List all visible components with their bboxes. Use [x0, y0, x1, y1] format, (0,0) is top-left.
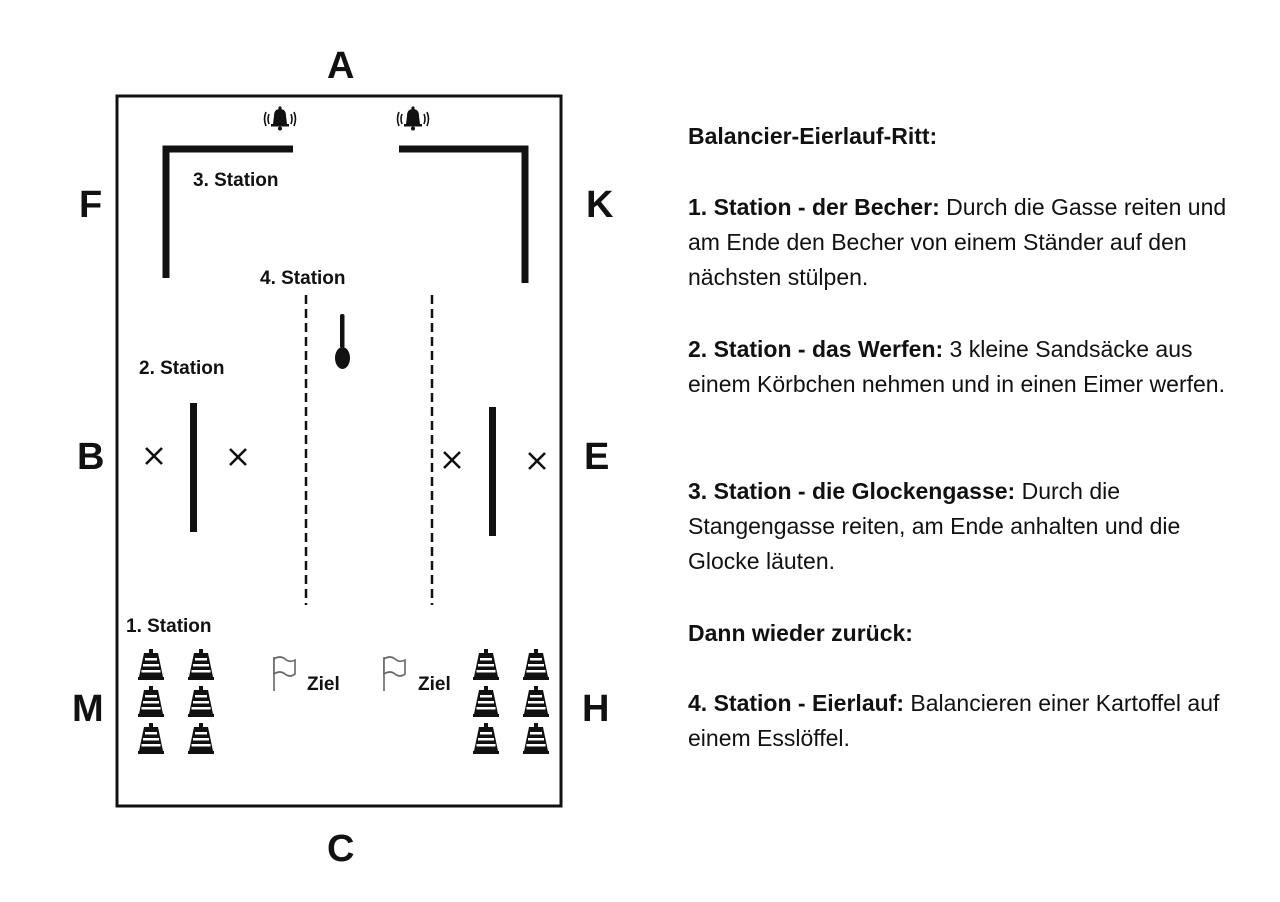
bell-icon — [263, 105, 297, 132]
arena-letter-e: E — [584, 436, 610, 478]
station-2-text: 3 kleine Sandsäcke aus einem Körbchen ne… — [688, 336, 1225, 397]
station-4-text: Balancieren einer Kartoffel auf einem Es… — [688, 690, 1220, 751]
arena-letter-a: A — [327, 45, 355, 87]
flag-icon — [273, 656, 296, 692]
cross-marker-icon — [228, 447, 248, 467]
description-station-1: 1. Station - der Becher: Durch die Gasse… — [688, 190, 1248, 295]
station-4-heading: 4. Station - Eierlauf: — [688, 690, 904, 716]
station-3-heading: 3. Station - die Glockengasse: — [688, 478, 1016, 504]
station-2-heading: 2. Station - das Werfen: — [688, 336, 944, 362]
cone-icon — [473, 723, 499, 754]
description-station-4: 4. Station - Eierlauf: Balancieren einer… — [688, 686, 1248, 756]
cone-icon — [138, 649, 164, 680]
cross-marker-icon — [527, 451, 547, 471]
cone-icon — [523, 723, 549, 754]
station-1-text: Durch die Gasse reiten und am Ende den B… — [688, 194, 1227, 290]
station-1-label: 1. Station — [126, 616, 212, 637]
flag-icon — [383, 656, 406, 692]
arena-letter-m: M — [72, 688, 104, 730]
arena-border — [115, 94, 563, 808]
cone-icon — [138, 686, 164, 717]
cone-icon — [473, 649, 499, 680]
arena-letter-f: F — [79, 184, 103, 226]
cone-icon — [188, 723, 214, 754]
description-station-3: 3. Station - die Glockengasse: Durch die… — [688, 474, 1248, 579]
cone-icon — [523, 686, 549, 717]
station-2-label: 2. Station — [139, 358, 225, 379]
cone-icon — [473, 686, 499, 717]
arena-letter-k: K — [586, 184, 614, 226]
station-2-pole-right — [489, 407, 496, 536]
station-3-lane — [162, 145, 529, 283]
spoon-icon — [335, 314, 350, 369]
cross-marker-icon — [144, 446, 164, 466]
return-text: Dann wieder zurück: — [688, 620, 913, 646]
cone-icon — [188, 649, 214, 680]
goal-label: Ziel — [418, 674, 451, 695]
station-3-label: 3. Station — [193, 170, 279, 191]
description-station-2: 2. Station - das Werfen: 3 kleine Sandsä… — [688, 332, 1248, 402]
cone-icon — [138, 723, 164, 754]
description-title: Balancier-Eierlauf-Ritt: — [688, 119, 1248, 154]
description-return: Dann wieder zurück: — [688, 616, 1248, 651]
arena-letter-h: H — [582, 688, 610, 730]
cone-icon — [523, 649, 549, 680]
station-2-pole-left — [190, 403, 197, 532]
station-1-heading: 1. Station - der Becher: — [688, 194, 940, 220]
arena-letter-c: C — [327, 828, 355, 870]
bell-icon — [396, 105, 430, 132]
goal-label: Ziel — [307, 674, 340, 695]
description-title-text: Balancier-Eierlauf-Ritt: — [688, 123, 938, 149]
station-4-label: 4. Station — [260, 268, 346, 289]
arena-letter-b: B — [77, 436, 105, 478]
station-3-text: Durch die Stangengasse reiten, am Ende a… — [688, 478, 1181, 574]
cross-marker-icon — [442, 450, 462, 470]
cone-icon — [188, 686, 214, 717]
